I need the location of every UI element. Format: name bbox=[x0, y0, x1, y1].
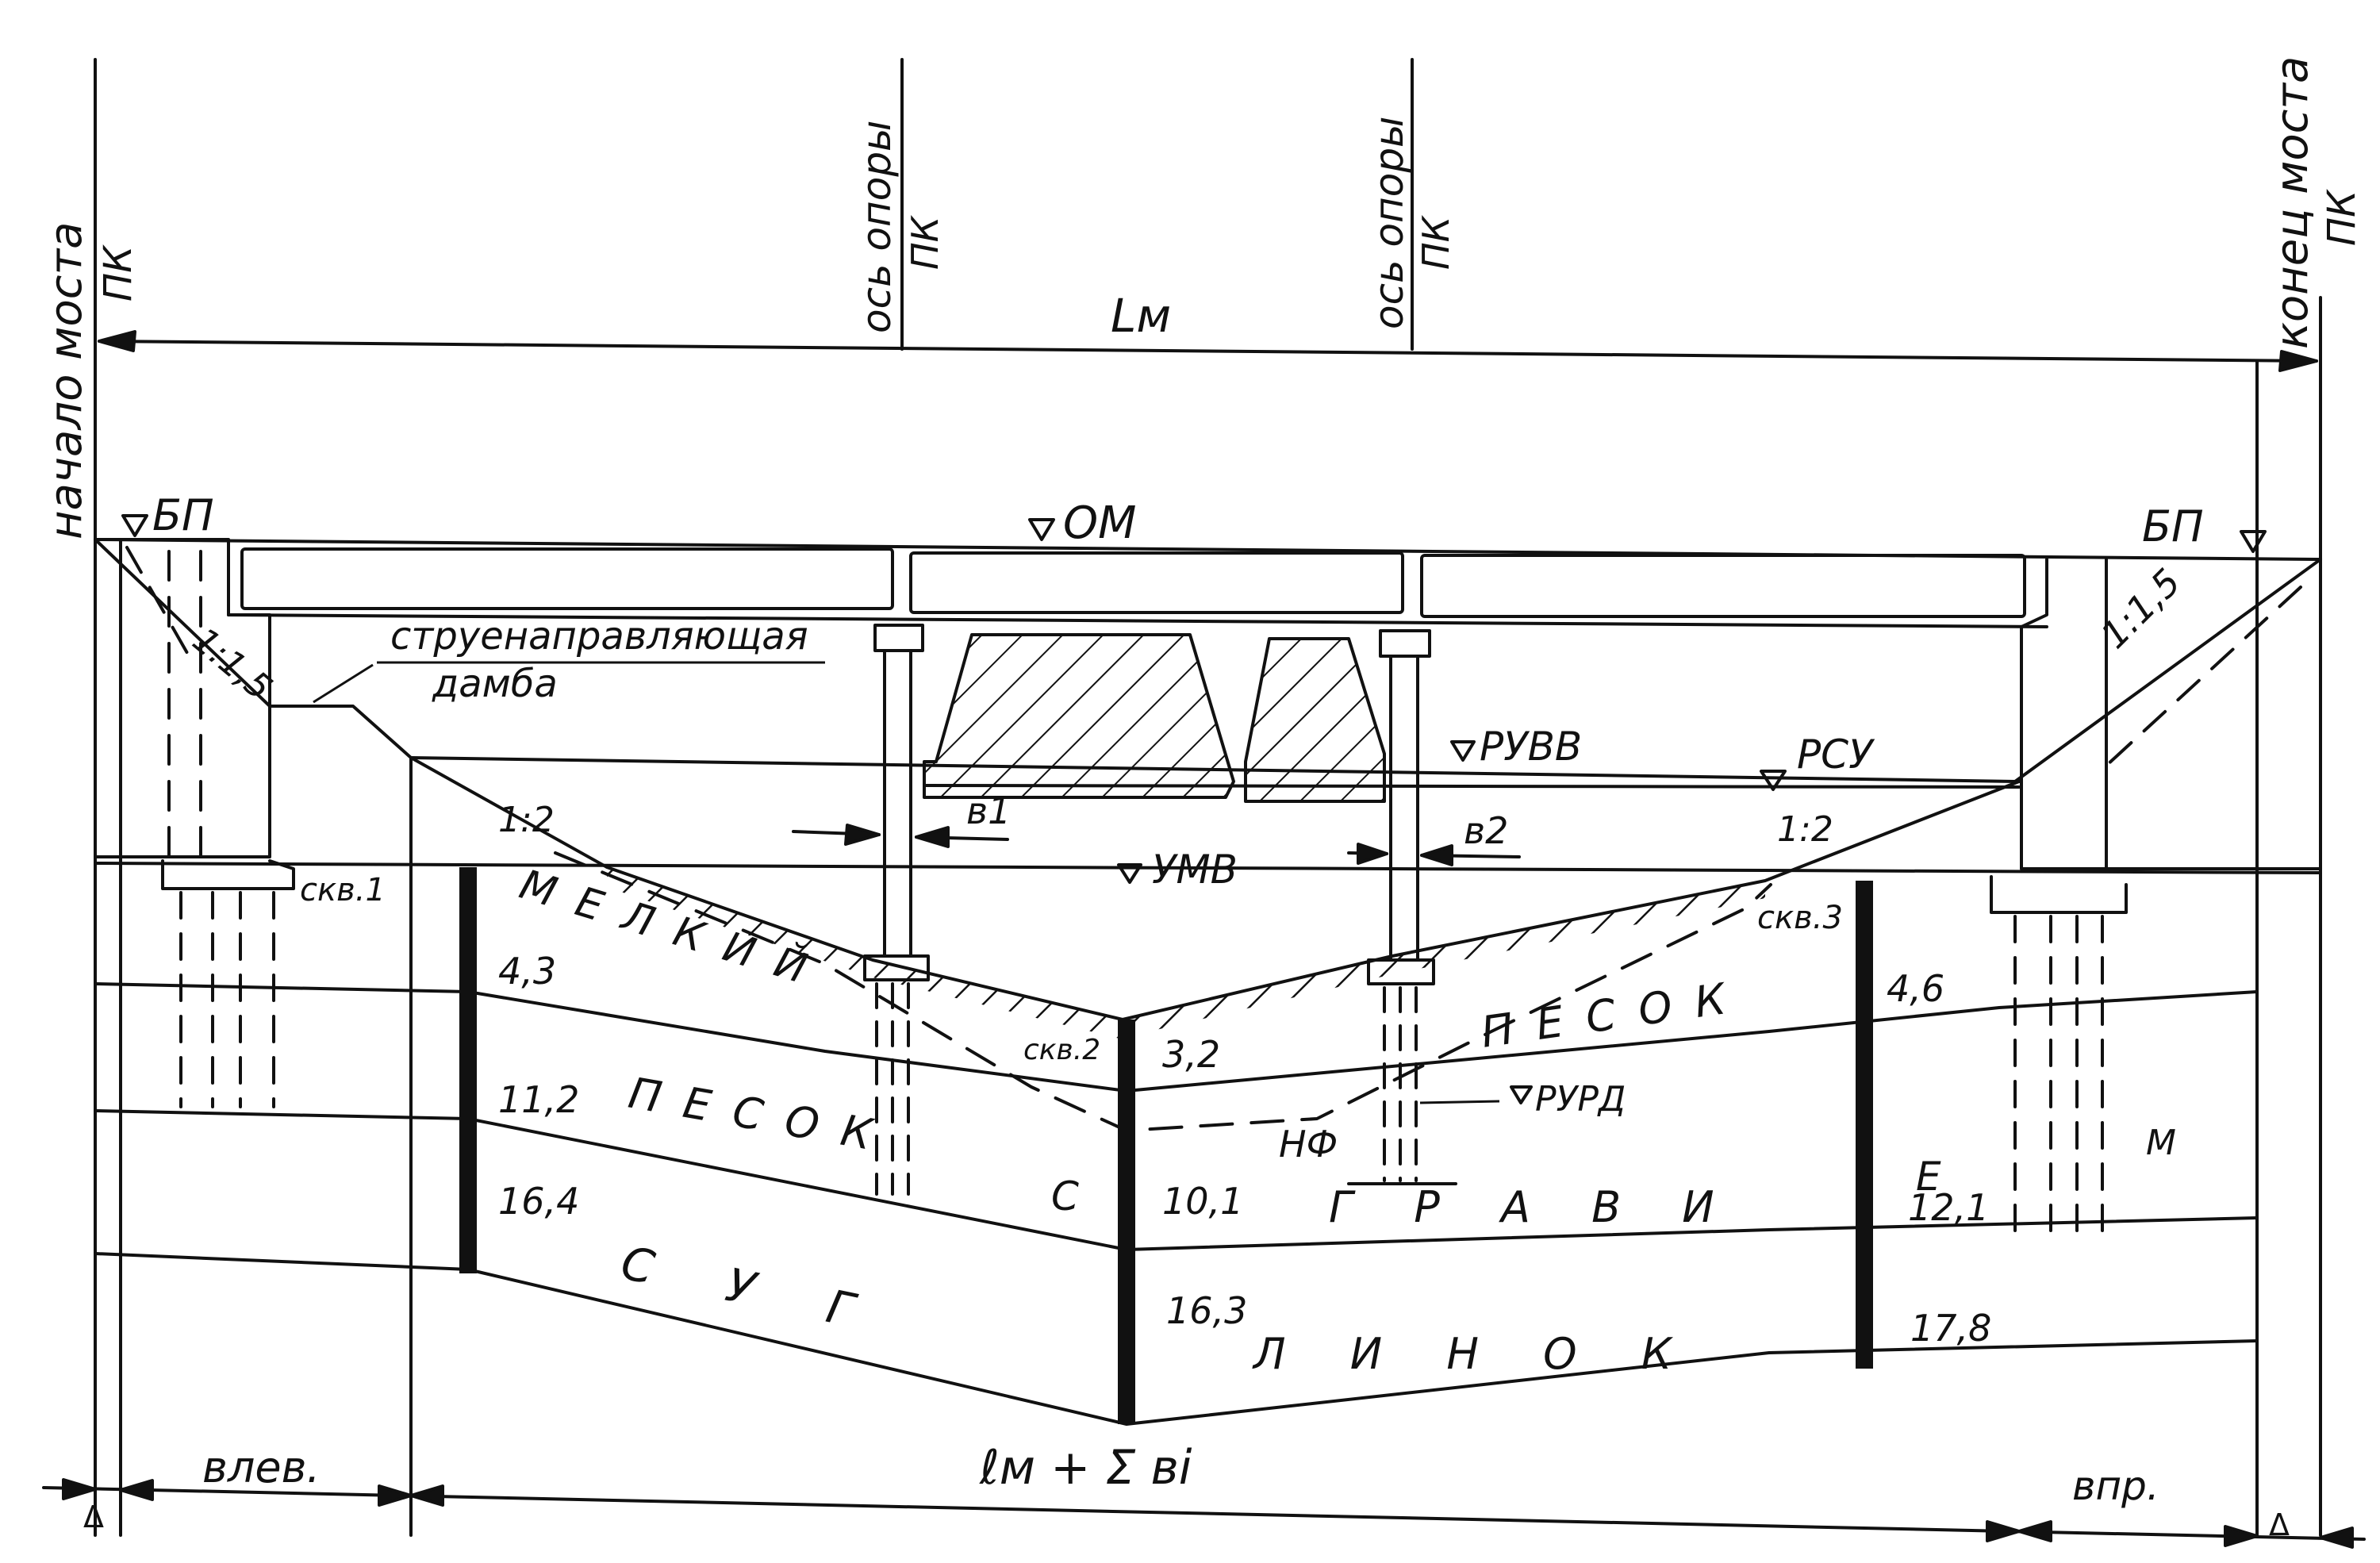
left-abutment-slope bbox=[94, 538, 271, 708]
b-right-label: впр. bbox=[2072, 1463, 2159, 1509]
b-left-label: влев. bbox=[202, 1442, 321, 1492]
nf-label: НФ bbox=[1279, 1123, 1338, 1166]
depth-skv3-2: 12,1 bbox=[1908, 1186, 1989, 1229]
soil-e: Е bbox=[1916, 1154, 1941, 1200]
support-axis-2-label: ось опоры bbox=[1366, 116, 1412, 329]
pk-label-support-1: ПК bbox=[904, 214, 946, 270]
soil-sug: С У Г bbox=[616, 1235, 888, 1343]
lm-arrow-right bbox=[2278, 350, 2318, 372]
lm-label: Lм bbox=[1111, 289, 1171, 343]
right-abutment-slope bbox=[2013, 558, 2322, 783]
ground-hatch bbox=[607, 867, 1123, 1039]
soil-s: С bbox=[1051, 1173, 1079, 1219]
right-piles bbox=[2013, 915, 2104, 1235]
pk-label-start: ПК bbox=[96, 244, 140, 301]
depth-skv1-1: 4,3 bbox=[498, 950, 556, 993]
left-piles bbox=[179, 891, 275, 1108]
rurd-label: РУРД bbox=[1535, 1079, 1626, 1119]
slope-label-left-1: 1:1,5 bbox=[185, 620, 279, 709]
right-pile-cap bbox=[1990, 875, 2128, 914]
level-markers bbox=[121, 514, 2267, 1104]
depth-skv2-2: 10,1 bbox=[1162, 1180, 1243, 1223]
bottom-formula-label: ℓм + Σ вi bbox=[979, 1440, 1192, 1496]
dam-label-line2: дамба bbox=[432, 662, 558, 706]
depth-skv3-1: 4,6 bbox=[1887, 967, 1944, 1010]
skv2-label: скв.2 bbox=[1023, 1034, 1100, 1066]
ice-zone-1 bbox=[923, 633, 1235, 799]
rurd-leader bbox=[1419, 1100, 1500, 1104]
left-pile-cap bbox=[161, 859, 295, 890]
dam-label-line1: струенаправляющая bbox=[390, 614, 808, 659]
bottom-arrows bbox=[62, 1478, 2354, 1549]
depth-skv2-3: 16,3 bbox=[1166, 1289, 1247, 1332]
right-abutment bbox=[2020, 558, 2322, 870]
soil-pesok-left: П Е С О К bbox=[625, 1068, 881, 1161]
deck-underside bbox=[227, 613, 2048, 628]
slope-label-right-2: 1:2 bbox=[1777, 809, 1833, 850]
span-3 bbox=[1420, 554, 2026, 618]
ground-hatch-right bbox=[1123, 881, 1765, 1038]
guide-dam bbox=[268, 705, 413, 1537]
umv-line bbox=[94, 862, 2322, 874]
rsu-label: РСУ bbox=[1797, 732, 1875, 778]
soil-linok: Л И Н О К bbox=[1252, 1329, 1697, 1379]
end-of-bridge-label: конец моста bbox=[2267, 56, 2318, 349]
umv-label: УМВ bbox=[1152, 847, 1238, 893]
ice-zone-2 bbox=[1244, 637, 1386, 803]
pk-label-end: ПК bbox=[2320, 189, 2364, 246]
bp-label-left: БП bbox=[152, 490, 214, 540]
pk-label-support-2: ПК bbox=[1415, 214, 1457, 270]
skv1-label: скв.1 bbox=[300, 872, 386, 908]
soil-gravy: Г Р А В И bbox=[1329, 1182, 1738, 1232]
span-2 bbox=[909, 551, 1404, 614]
bp-label-right: БП bbox=[2142, 501, 2204, 551]
ruvv-label: РУВВ bbox=[1480, 724, 1582, 770]
pier-2 bbox=[1347, 629, 1457, 1185]
depth-skv1-2: 11,2 bbox=[498, 1078, 579, 1121]
span-1 bbox=[240, 547, 894, 610]
b1-label: в1 bbox=[966, 789, 1011, 832]
depth-skv1-3: 16,4 bbox=[498, 1180, 579, 1223]
lm-dimension-line bbox=[98, 340, 2318, 363]
dam-leader-line bbox=[313, 663, 374, 704]
depth-skv2-1: 3,2 bbox=[1162, 1033, 1220, 1076]
erosion-line bbox=[554, 851, 1772, 1132]
slope-label-left-2: 1:2 bbox=[498, 800, 555, 840]
lm-arrow-left bbox=[98, 330, 136, 352]
support-axis-1-label: ось опоры bbox=[854, 120, 900, 333]
om-label: ОМ bbox=[1063, 497, 1136, 549]
delta-left: Δ bbox=[83, 1500, 104, 1534]
depth-skv3-3: 17,8 bbox=[1910, 1307, 1991, 1350]
delta-right: Δ bbox=[2269, 1507, 2290, 1542]
b2-label: в2 bbox=[1464, 809, 1508, 852]
pier-1 bbox=[863, 624, 930, 1196]
soil-pesok-right: П Е С О К bbox=[1478, 974, 1733, 1058]
skv3-label: скв.3 bbox=[1757, 900, 1843, 936]
soil-m: М bbox=[2146, 1123, 2176, 1163]
start-of-bridge-label: начало моста bbox=[40, 222, 92, 540]
left-abutment-dashed-slope bbox=[125, 546, 192, 660]
